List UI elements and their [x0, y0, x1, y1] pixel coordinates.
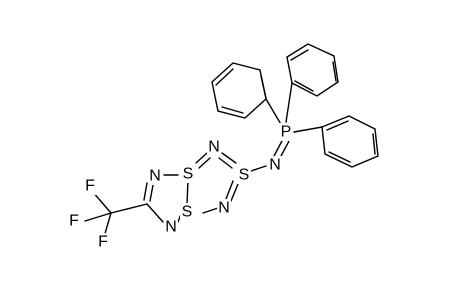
atom-nitrogen-left-bottom: N	[165, 219, 177, 236]
atom-fluorine-1: F	[85, 178, 95, 195]
trifluoromethyl-group	[84, 190, 148, 238]
phosphorus-imine-double-bond	[273, 138, 290, 159]
atom-fluorine-2: F	[69, 213, 79, 230]
atom-fluorine-3: F	[98, 234, 108, 251]
atom-nitrogen-top: N	[208, 139, 220, 156]
thiadiazole-ring-left	[143, 174, 182, 223]
atom-nitrogen-bottom: N	[218, 200, 230, 217]
atom-nitrogen-left-top: N	[149, 168, 161, 185]
atom-sulfur-top: S	[183, 166, 194, 183]
atom-sulfur-bottom: S	[182, 204, 193, 221]
atom-nitrogen-imine: N	[269, 157, 281, 174]
bond-s-s	[186, 179, 189, 205]
atom-phosphorus: P	[281, 124, 292, 141]
atom-sulfur-right: S	[239, 167, 250, 184]
thiadiazole-ring-right	[195, 152, 239, 214]
phenyl-ring-top	[285, 43, 339, 123]
phenyl-ring-upper-left	[211, 62, 283, 127]
phenyl-ring-right	[293, 115, 379, 168]
bond-n-s	[250, 165, 267, 172]
